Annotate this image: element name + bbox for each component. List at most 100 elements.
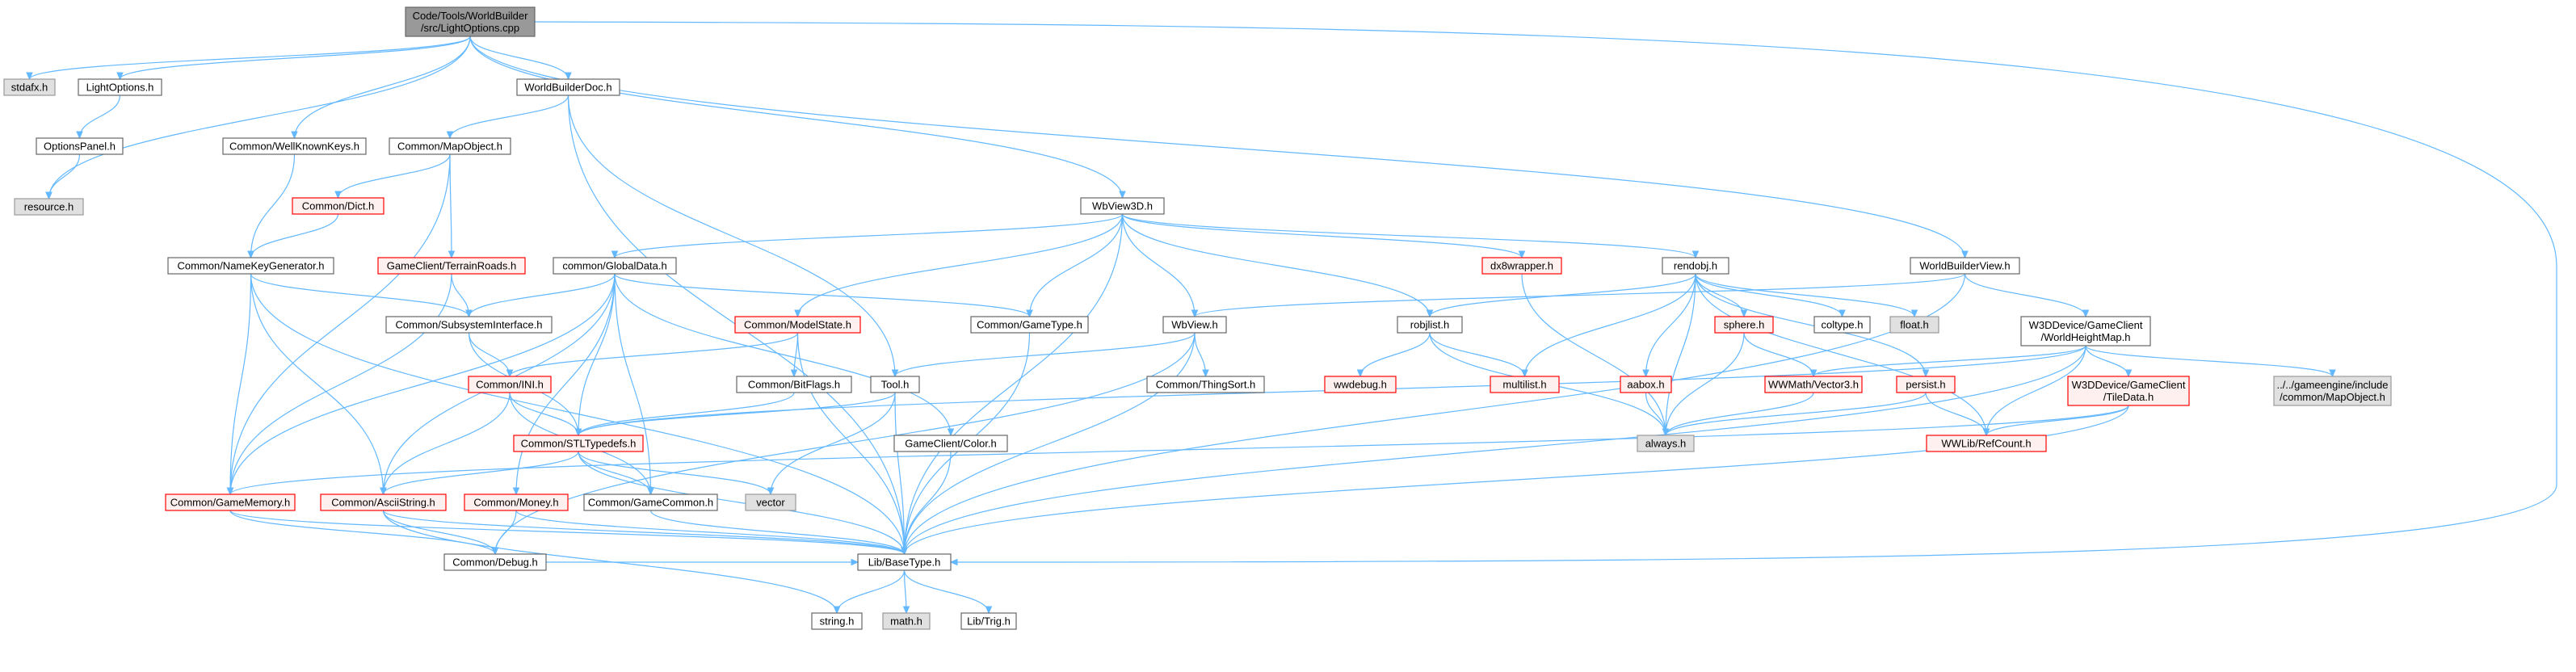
node-tool[interactable]: Tool.h — [870, 376, 920, 393]
node-label: dx8wrapper.h — [1490, 260, 1553, 272]
node-tiledata[interactable]: W3DDevice/GameClient/TileData.h — [2067, 376, 2190, 406]
node-box — [516, 78, 620, 96]
node-wbbuilderview[interactable]: WorldBuilderView.h — [1910, 257, 2020, 275]
node-sphere[interactable]: sphere.h — [1714, 316, 1774, 334]
node-vector[interactable]: vector — [745, 494, 796, 511]
node-box — [1764, 376, 1863, 393]
edge-basetype-to-trig — [903, 569, 993, 615]
node-rendobj[interactable]: rendobj.h — [1662, 257, 1729, 275]
edge-wbdoc-to-mapobject — [446, 94, 569, 140]
arrowhead — [1809, 369, 1817, 378]
edge-root-to-wellknown — [291, 36, 471, 140]
node-multilist[interactable]: multilist.h — [1490, 376, 1560, 393]
node-subsysif[interactable]: Common/SubsystemInterface.h — [385, 316, 553, 334]
node-namekeygen[interactable]: Common/NameKeyGenerator.h — [167, 257, 334, 275]
node-box — [1813, 316, 1871, 334]
arrowhead — [247, 250, 254, 259]
arrowhead — [851, 558, 859, 566]
edge-wbbuilderview-to-wbview — [1191, 273, 1966, 318]
node-persist[interactable]: persist.h — [1896, 376, 1956, 393]
node-stdafx[interactable]: stdafx.h — [3, 78, 56, 96]
edge-wbbuilderview-to-basetype — [901, 273, 1966, 556]
edge-worldheightmap-to-vector3 — [1809, 345, 2086, 378]
node-label: Common/Dict.h — [302, 200, 375, 212]
arrowhead — [1356, 369, 1364, 378]
node-dx8wrapper[interactable]: dx8wrapper.h — [1481, 257, 1562, 275]
node-box — [736, 376, 852, 393]
node-trig[interactable]: Lib/Trig.h — [960, 612, 1017, 630]
node-box — [734, 316, 861, 334]
node-ini[interactable]: Common/INI.h — [468, 376, 552, 393]
arrowhead — [491, 547, 499, 556]
node-always[interactable]: always.h — [1637, 435, 1695, 452]
node-box — [2067, 376, 2190, 406]
node-robjlist[interactable]: robjlist.h — [1397, 316, 1463, 334]
edge-mapobject-to-terrainroads — [448, 153, 456, 259]
node-gemapobject[interactable]: ../../gameengine/include/common/MapObjec… — [2273, 376, 2392, 406]
node-stltypedefs[interactable]: Common/STLTypedefs.h — [513, 435, 644, 452]
node-color[interactable]: GameClient/Color.h — [893, 435, 1008, 452]
node-resource[interactable]: resource.h — [14, 198, 84, 216]
node-optionspanel[interactable]: OptionsPanel.h — [36, 137, 124, 155]
arrowhead — [116, 72, 124, 81]
node-wbview3d[interactable]: WbView3D.h — [1080, 197, 1165, 215]
node-label: W3DDevice/GameClient — [2072, 379, 2186, 391]
node-dict[interactable]: Common/Dict.h — [292, 197, 385, 215]
arrowhead — [949, 558, 958, 566]
node-coltype[interactable]: coltype.h — [1813, 316, 1871, 334]
edge-gamememory-to-debug — [229, 510, 499, 556]
node-label: Common/NameKeyGenerator.h — [177, 260, 324, 272]
node-debug[interactable]: Common/Debug.h — [443, 553, 547, 571]
node-gametype[interactable]: Common/GameType.h — [970, 316, 1089, 334]
edge-wbbuilderview-to-worldheightmap — [1964, 273, 2090, 318]
node-box — [1324, 376, 1397, 393]
node-aabox[interactable]: aabox.h — [1620, 376, 1672, 393]
edge-namekeygen-to-gamememory — [226, 273, 252, 496]
node-box — [553, 257, 677, 275]
node-wbdoc[interactable]: WorldBuilderDoc.h — [516, 78, 620, 96]
node-box — [583, 494, 718, 511]
node-box — [78, 78, 162, 96]
edge-wbdoc-to-tool — [567, 94, 899, 378]
arrowhead — [902, 606, 910, 615]
node-lightoptions[interactable]: LightOptions.h — [78, 78, 162, 96]
edge-worldheightmap-to-tiledata — [2085, 345, 2133, 378]
arrowhead — [1961, 250, 1969, 259]
node-label: sphere.h — [1724, 319, 1765, 331]
node-globaldata[interactable]: common/GlobalData.h — [553, 257, 677, 275]
node-money[interactable]: Common/Money.h — [464, 494, 569, 511]
node-wbview[interactable]: WbView.h — [1162, 316, 1227, 334]
node-label: common/GlobalData.h — [562, 260, 666, 272]
node-label: WorldBuilderView.h — [1919, 260, 2010, 272]
node-modelstate[interactable]: Common/ModelState.h — [734, 316, 861, 334]
node-worldheightmap[interactable]: W3DDevice/GameClient/WorldHeightMap.h — [2020, 316, 2151, 346]
edge-rendobj-to-coltype — [1695, 273, 1846, 318]
node-box — [1662, 257, 1729, 275]
node-terrainroads[interactable]: GameClient/TerrainRoads.h — [377, 257, 526, 275]
arrowhead — [226, 487, 234, 496]
node-root[interactable]: Code/Tools/WorldBuilder/src/LightOptions… — [405, 6, 536, 37]
arrowhead — [1119, 191, 1126, 200]
node-bitflags[interactable]: Common/BitFlags.h — [736, 376, 852, 393]
node-math[interactable]: math.h — [882, 612, 931, 630]
node-asciistring[interactable]: Common/AsciiString.h — [320, 494, 447, 511]
edge-root-to-stdafx — [26, 36, 471, 81]
node-gamecommon[interactable]: Common/GameCommon.h — [583, 494, 718, 511]
node-vector3[interactable]: WWMath/Vector3.h — [1764, 376, 1863, 393]
node-mapobject[interactable]: Common/MapObject.h — [389, 137, 511, 155]
node-refcount[interactable]: WWLib/RefCount.h — [1926, 435, 2047, 452]
node-float[interactable]: float.h — [1889, 316, 1939, 334]
arrowhead — [794, 309, 801, 318]
nodes-layer: Code/Tools/WorldBuilder/src/LightOptions… — [3, 6, 2392, 630]
node-thingsort[interactable]: Common/ThingSort.h — [1146, 376, 1265, 393]
node-wellknown[interactable]: Common/WellKnownKeys.h — [222, 137, 367, 155]
node-basetype[interactable]: Lib/BaseType.h — [857, 553, 952, 571]
node-wwdebug[interactable]: wwdebug.h — [1324, 376, 1397, 393]
edge-wbview3d-to-modelstate — [794, 213, 1124, 318]
node-label: Common/GameCommon.h — [588, 497, 713, 509]
node-label: Common/ModelState.h — [744, 319, 851, 331]
node-string[interactable]: string.h — [811, 612, 863, 630]
node-box — [811, 612, 863, 630]
node-gamememory[interactable]: Common/GameMemory.h — [165, 494, 296, 511]
